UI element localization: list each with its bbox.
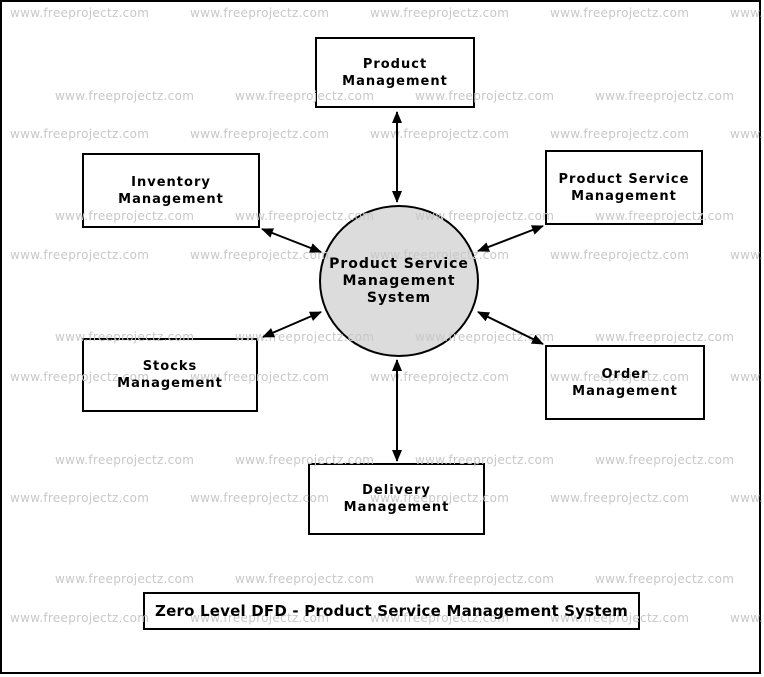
entity-label-line: Stocks (142, 359, 198, 374)
diagram-title: Zero Level DFD - Product Service Managem… (155, 602, 628, 620)
entity-label: Product Management (342, 56, 448, 90)
entity-label: Stocks Management (117, 358, 223, 392)
process-label-line: System (366, 289, 432, 306)
entity-label-line: Inventory (131, 174, 211, 190)
process-product-service-management-system: Product Service Management System (319, 205, 479, 357)
process-label-line: Management (342, 272, 456, 289)
entity-label-line: Management (343, 500, 450, 515)
entity-label-line: Management (572, 383, 678, 399)
entity-label: Order Management (572, 366, 678, 400)
entity-label-line: Product Service (558, 171, 690, 187)
entity-label-line: Management (342, 73, 448, 89)
entity-label-line: Management (117, 376, 223, 391)
entity-product-management: Product Management (315, 37, 475, 108)
entity-label-line: Management (118, 191, 224, 207)
entity-delivery-management: Delivery Management (308, 463, 485, 535)
entity-label-line: Order (601, 366, 649, 382)
process-label-line: Product Service (329, 255, 469, 272)
diagram-title-box: Zero Level DFD - Product Service Managem… (143, 592, 640, 630)
entity-label: Delivery Management (344, 482, 450, 516)
entity-label-line: Product (362, 56, 428, 72)
entity-label: Product Service Management (559, 171, 690, 205)
entity-label-line: Delivery (362, 483, 431, 498)
entity-product-service-management: Product Service Management (545, 150, 703, 225)
process-label: Product Service Management System (329, 256, 469, 307)
entity-inventory-management: Inventory Management (82, 153, 260, 228)
entity-order-management: Order Management (545, 345, 705, 420)
entity-label: Inventory Management (118, 174, 224, 208)
entity-label-line: Management (571, 188, 677, 204)
entity-stocks-management: Stocks Management (82, 338, 258, 412)
